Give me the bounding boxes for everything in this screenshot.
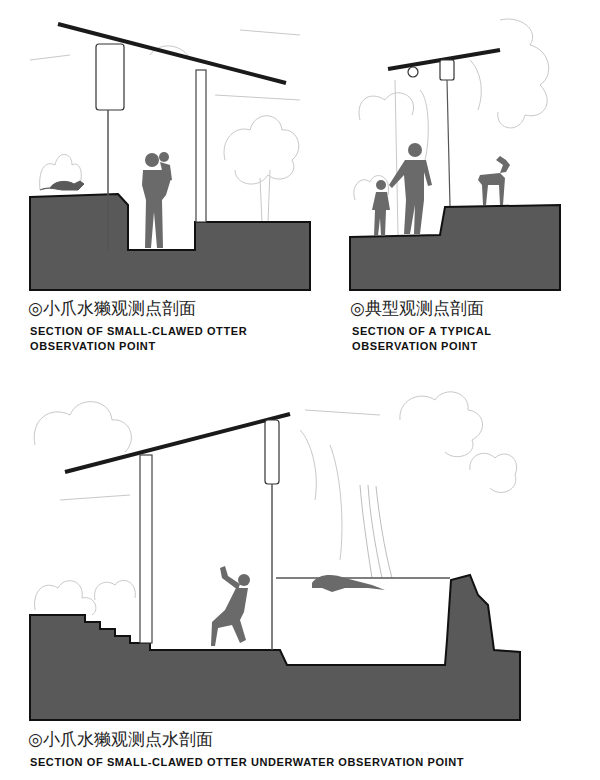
lamp [408, 67, 418, 77]
otter-swimming [312, 575, 385, 592]
ground-section [30, 575, 520, 720]
hanging-panel [440, 60, 454, 80]
person-with-child [142, 152, 172, 248]
hanging-panel [265, 420, 279, 484]
otter-figure [40, 181, 84, 190]
support-post [447, 80, 450, 206]
hanging-panel [96, 44, 124, 110]
adult-and-child [372, 143, 432, 236]
kneeling-child [211, 566, 250, 646]
caption-english: SECTION OF SMALL-CLAWED OTTER UNDERWATER… [30, 755, 575, 770]
caption-chinese: ◎小爪水獭观测点剖面 [28, 297, 196, 319]
caption-english: SECTION OF A TYPICAL OBSERVATION POINT [352, 324, 542, 354]
ground-section [30, 194, 310, 290]
glass-screen [271, 484, 273, 650]
roof-slab [58, 24, 286, 83]
caption-chinese: ◎小爪水獭观测点水剖面 [28, 728, 213, 750]
caption-english: SECTION OF SMALL-CLAWED OTTER OBSERVATIO… [30, 324, 280, 354]
water-surface [276, 577, 450, 579]
caption-chinese: ◎典型观测点剖面 [350, 297, 484, 319]
glass-screen [107, 110, 109, 250]
roof-slab [65, 414, 290, 472]
column [196, 70, 206, 222]
deer-figure [478, 156, 510, 205]
waterfall [360, 485, 392, 578]
column [140, 455, 152, 643]
